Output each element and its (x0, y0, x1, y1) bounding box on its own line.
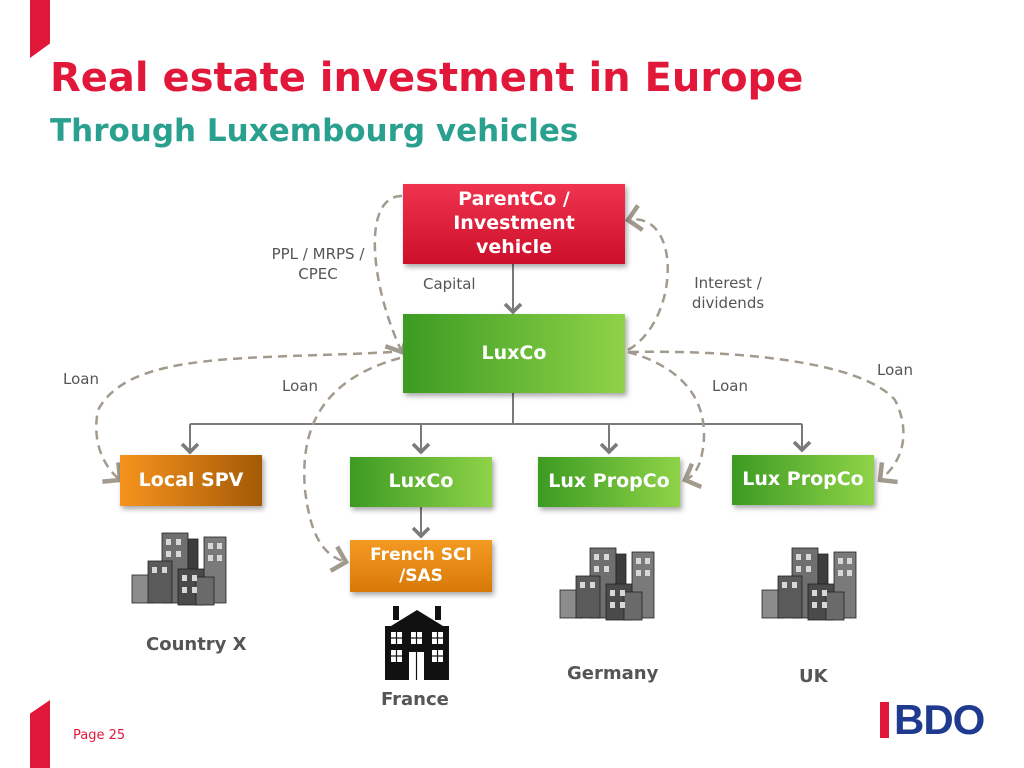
france-label: France (381, 689, 449, 710)
ppl-mrps-cpec-label: PPL / MRPS / CPEC (271, 245, 365, 283)
luxco-top-label: LuxCo (481, 341, 547, 364)
luxco-top-box: LuxCo (403, 314, 625, 393)
city-buildings-icon (131, 532, 227, 606)
loan-far-left-label: Loan (63, 370, 99, 388)
lux-propco-uk-label: Lux PropCo (742, 468, 864, 491)
page-number: Page 25 (73, 728, 126, 743)
page-title: Real estate investment in Europe (50, 55, 804, 101)
bdo-logo: BDO (880, 698, 996, 742)
logo-accent (880, 702, 889, 738)
local-spv-label: Local SPV (138, 468, 244, 491)
capital-label: Capital (423, 275, 476, 293)
luxco-mid-label: LuxCo (388, 470, 454, 493)
local-spv-box: Local SPV (120, 455, 262, 506)
lux-propco-uk-box: Lux PropCo (732, 455, 874, 505)
loan-left-label: Loan (282, 377, 318, 395)
city-buildings-icon (761, 547, 857, 621)
top-accent-bar (30, 0, 50, 58)
parentco-box: ParentCo / Investment vehicle (403, 184, 625, 264)
french-sci-label: French SCI /SAS (370, 544, 472, 586)
lux-propco-germany-box: Lux PropCo (538, 457, 680, 507)
bottom-accent-bar (30, 700, 50, 768)
parentco-label: ParentCo / Investment vehicle (453, 188, 575, 258)
page-subtitle: Through Luxembourg vehicles (50, 113, 579, 149)
loan-far-right-label: Loan (877, 361, 913, 379)
city-buildings-icon (559, 547, 655, 621)
french-sci-box: French SCI /SAS (350, 540, 492, 592)
logo-text: BDO (894, 696, 985, 743)
country-x-label: Country X (146, 634, 247, 655)
luxco-mid-box: LuxCo (350, 457, 492, 507)
lux-propco-germany-label: Lux PropCo (548, 470, 670, 493)
germany-label: Germany (567, 663, 659, 684)
uk-label: UK (799, 666, 828, 687)
loan-right-label: Loan (712, 377, 748, 395)
house-icon (385, 606, 449, 680)
interest-dividends-label: Interest / dividends (691, 274, 765, 312)
